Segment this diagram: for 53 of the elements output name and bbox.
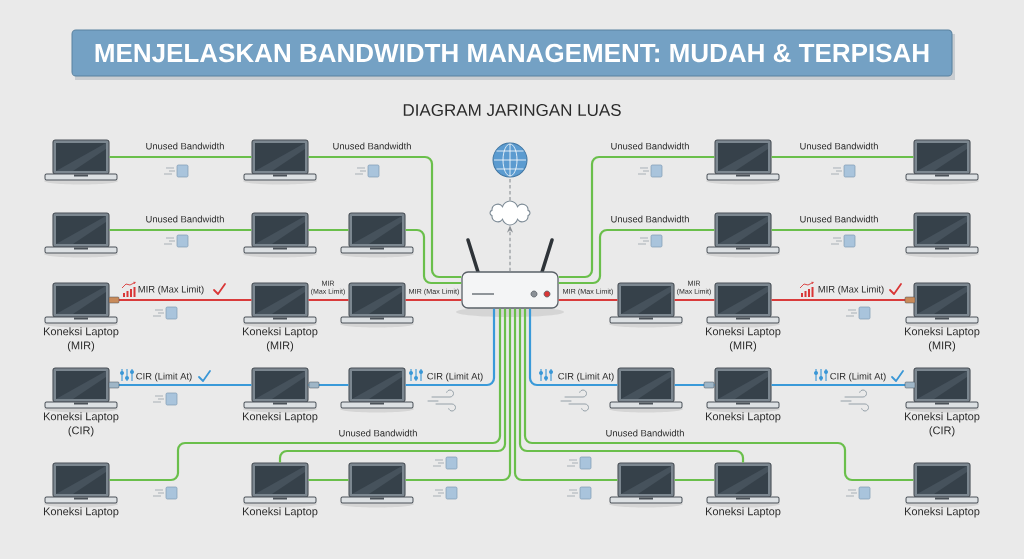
laptop xyxy=(44,282,118,328)
laptop-caption: Koneksi Laptop xyxy=(243,507,318,518)
edge-label: CIR (Limit At) xyxy=(556,371,616,383)
laptop xyxy=(706,367,780,413)
laptop xyxy=(44,212,118,258)
laptop xyxy=(706,462,780,508)
laptop xyxy=(243,367,317,413)
edge-label: Unused Bandwidth xyxy=(337,428,419,438)
laptop xyxy=(44,367,118,413)
laptop-caption: Koneksi Laptop (CIR) xyxy=(905,412,980,437)
laptop-caption: Koneksi Laptop xyxy=(706,507,781,518)
laptop xyxy=(905,212,979,258)
laptop xyxy=(44,462,118,508)
laptop xyxy=(905,367,979,413)
laptop xyxy=(340,462,414,508)
laptop xyxy=(609,462,683,508)
edge-label: CIR (Limit At) xyxy=(425,371,485,383)
laptop-caption: Koneksi Laptop xyxy=(706,412,781,423)
laptop xyxy=(905,282,979,328)
laptop-caption: Koneksi Laptop (MIR) xyxy=(905,327,980,352)
edge-label: Unused Bandwidth xyxy=(798,141,880,151)
laptop xyxy=(905,462,979,508)
laptop xyxy=(706,139,780,185)
laptop xyxy=(905,139,979,185)
edge-label: Unused Bandwidth xyxy=(331,141,413,151)
globe xyxy=(492,142,528,178)
laptop-caption: Koneksi Laptop xyxy=(905,507,980,518)
laptop xyxy=(44,139,118,185)
laptop xyxy=(243,139,317,185)
edge-label: Unused Bandwidth xyxy=(609,214,691,224)
subtitle: DIAGRAM JARINGAN LUAS xyxy=(403,104,621,116)
edge-label: CIR (Limit At) xyxy=(134,371,194,383)
laptop-caption: Koneksi Laptop xyxy=(44,507,119,518)
edge-label: Unused Bandwidth xyxy=(798,214,880,224)
edge-label: Unused Bandwidth xyxy=(144,141,226,151)
laptop xyxy=(706,212,780,258)
laptop-caption: Koneksi Laptop (MIR) xyxy=(243,327,318,352)
laptop xyxy=(243,212,317,258)
laptop xyxy=(243,462,317,508)
edge-label: MIR (Max Limit) xyxy=(136,284,206,296)
laptop-caption: Koneksi Laptop (MIR) xyxy=(706,327,781,352)
cloud xyxy=(489,200,531,226)
title-banner: MENJELASKAN BANDWIDTH MANAGEMENT: MUDAH & TERPISAH xyxy=(71,29,955,80)
edge-label: Unused Bandwidth xyxy=(604,428,686,438)
edge-label: MIR (Max Limit) xyxy=(816,284,886,296)
edge-label: CIR (Limit At) xyxy=(828,371,888,383)
laptop-caption: Koneksi Laptop (MIR) xyxy=(44,327,119,352)
laptop xyxy=(340,212,414,258)
laptop xyxy=(340,367,414,413)
laptop-caption: Koneksi Laptop xyxy=(243,412,318,423)
edge-label: Unused Bandwidth xyxy=(609,141,691,151)
edge-label: Unused Bandwidth xyxy=(144,214,226,224)
laptop-caption: Koneksi Laptop (CIR) xyxy=(44,412,119,437)
